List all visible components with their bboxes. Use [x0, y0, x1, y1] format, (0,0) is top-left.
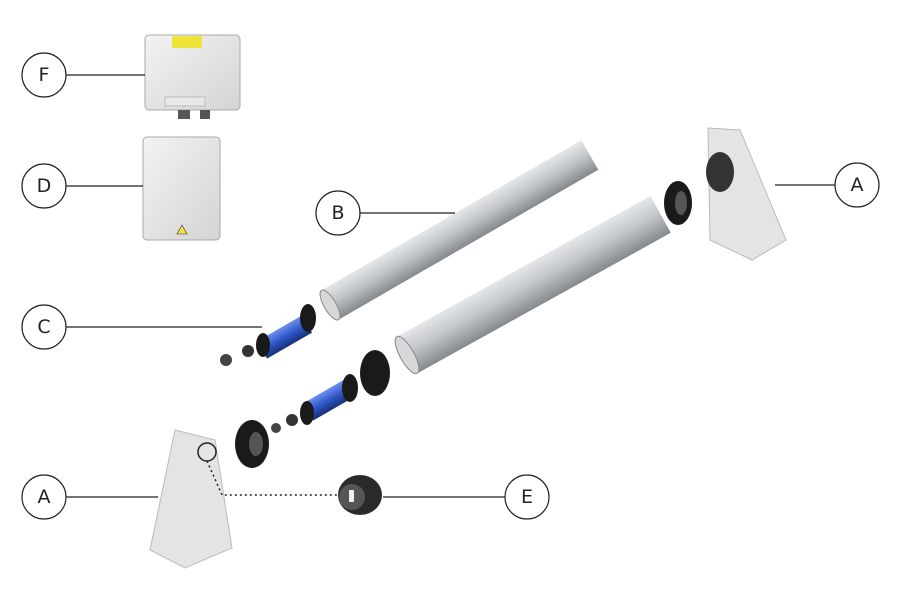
callout-b: [315, 190, 361, 236]
label-f: F: [39, 64, 50, 86]
motor-lower: [271, 374, 358, 433]
key-switch-e: [338, 475, 382, 515]
label-a-right: A: [851, 174, 864, 196]
bracket-right-a: [706, 127, 787, 261]
label-a-left: A: [38, 486, 51, 508]
callout-e: [504, 474, 550, 520]
callout-a-right: [834, 162, 880, 208]
junction-box-f: [144, 34, 241, 119]
label-b: B: [331, 202, 344, 224]
wire-dotted: [206, 460, 338, 496]
warning-label: [172, 36, 202, 48]
warning-icon: [176, 224, 188, 235]
callout-d: [21, 163, 67, 209]
label-c: C: [37, 316, 50, 338]
ring-middle: [360, 350, 390, 396]
callout-f: [21, 52, 67, 98]
control-box-d: [142, 136, 221, 241]
motor-c-upper: [220, 304, 316, 366]
bracket-left-a: [149, 429, 233, 569]
tube-b: [319, 140, 599, 321]
label-e: E: [521, 486, 533, 508]
callout-c: [21, 304, 67, 350]
label-d: D: [37, 175, 52, 197]
tube-second: [394, 196, 671, 375]
callout-a-left: [21, 474, 67, 520]
